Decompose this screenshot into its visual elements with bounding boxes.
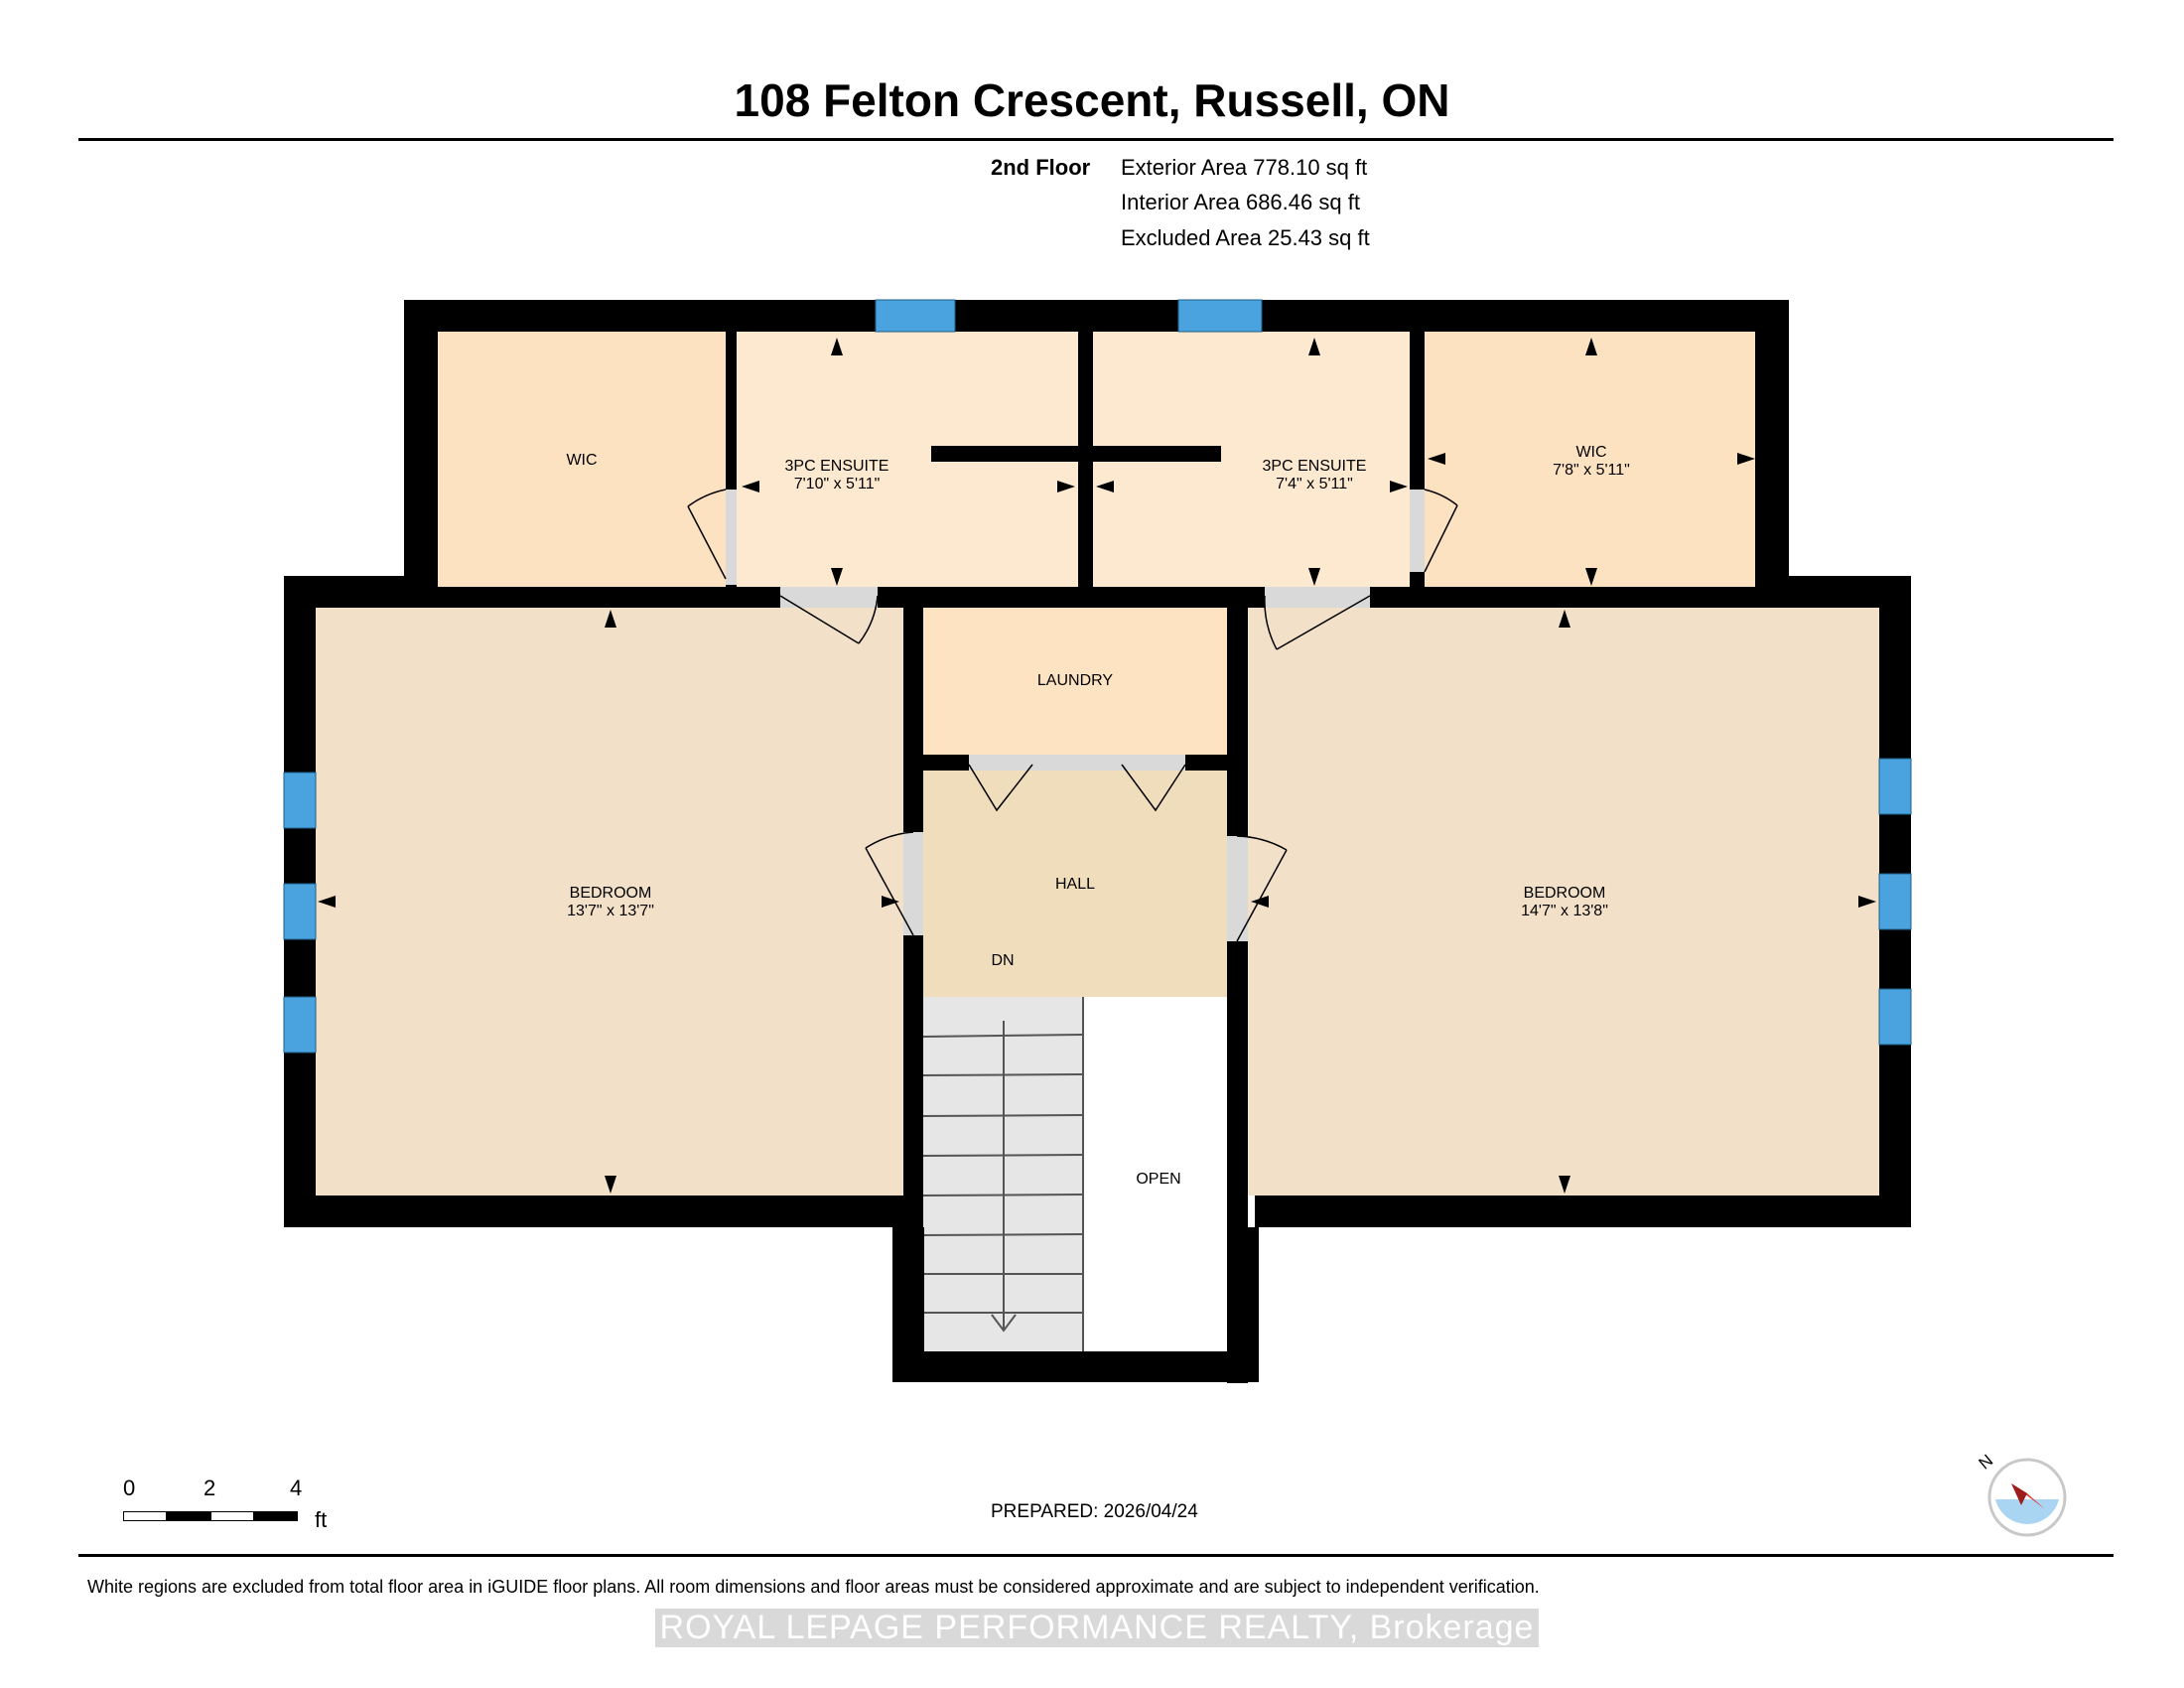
room-label-ensuite-right: 3PC ENSUITE xyxy=(1263,458,1367,475)
room-hall xyxy=(923,771,1227,997)
room-label-wic-left: WIC xyxy=(566,452,597,469)
disclaimer-text: White regions are excluded from total fl… xyxy=(87,1577,1540,1597)
room-label-laundry: LAUNDRY xyxy=(1037,672,1114,689)
doors xyxy=(687,489,1458,942)
window-bedroom-left-3 xyxy=(283,996,317,1054)
room-dims-bedroom-left: 13'7" x 13'7" xyxy=(567,903,654,919)
room-bedroom-left xyxy=(316,608,903,1196)
stairs-label-dn: DN xyxy=(991,952,1014,969)
compass-north-label: N xyxy=(1976,1451,1996,1473)
room-label-ensuite-left: 3PC ENSUITE xyxy=(785,458,889,475)
room-label-open: OPEN xyxy=(1136,1171,1180,1188)
window-bedroom-left-1 xyxy=(283,772,317,829)
room-label-wic-right: WIC xyxy=(1575,444,1606,461)
room-laundry xyxy=(923,608,1227,755)
footer-divider xyxy=(78,1554,2114,1557)
room-label-hall: HALL xyxy=(1055,876,1095,893)
scale-unit: ft xyxy=(315,1507,328,1532)
floor-label: 2nd Floor xyxy=(991,155,1091,180)
room-label-bedroom-left: BEDROOM xyxy=(570,885,652,902)
scale-tick-0: 0 xyxy=(123,1476,136,1500)
room-wic-right xyxy=(1425,331,1755,587)
exterior-area: Exterior Area 778.10 sq ft xyxy=(1121,155,1368,180)
room-dims-bedroom-right: 14'7" x 13'8" xyxy=(1521,903,1608,919)
open-area xyxy=(1090,1003,1227,1351)
brokerage-watermark: ROYAL LEPAGE PERFORMANCE REALTY, Brokera… xyxy=(655,1609,1539,1647)
title-divider xyxy=(78,138,2114,141)
dimension-arrows xyxy=(318,338,1876,1194)
room-dims-ensuite-left: 7'10" x 5'11" xyxy=(794,476,881,492)
room-wic-left xyxy=(437,331,726,587)
room-label-bedroom-right: BEDROOM xyxy=(1524,885,1606,902)
scale-bar-graphic xyxy=(123,1511,298,1521)
scale-tick-4: 4 xyxy=(290,1476,303,1500)
room-dims-ensuite-right: 7'4" x 5'11" xyxy=(1276,476,1353,492)
excluded-area: Excluded Area 25.43 sq ft xyxy=(1121,225,1370,250)
scale-bar: 0 2 4 ft xyxy=(123,1476,327,1535)
window-ensuite-left xyxy=(875,299,956,333)
plan-title: 108 Felton Crescent, Russell, ON xyxy=(734,74,1450,126)
window-ensuite-right xyxy=(1177,299,1263,333)
interior-area: Interior Area 686.46 sq ft xyxy=(1121,190,1360,214)
window-bedroom-right-3 xyxy=(1878,988,1912,1046)
stair-treads xyxy=(922,997,1084,1351)
window-bedroom-right-1 xyxy=(1878,758,1912,815)
compass-icon: N xyxy=(1976,1451,2067,1537)
window-bedroom-left-2 xyxy=(283,883,317,940)
prepared-date: PREPARED: 2026/04/24 xyxy=(991,1501,1198,1522)
scale-tick-2: 2 xyxy=(204,1476,216,1500)
window-bedroom-right-2 xyxy=(1878,873,1912,930)
windows xyxy=(283,299,1912,1054)
room-bedroom-right xyxy=(1248,608,1879,1196)
walls xyxy=(284,300,1911,1383)
room-dims-wic-right: 7'8" x 5'11" xyxy=(1553,462,1630,479)
